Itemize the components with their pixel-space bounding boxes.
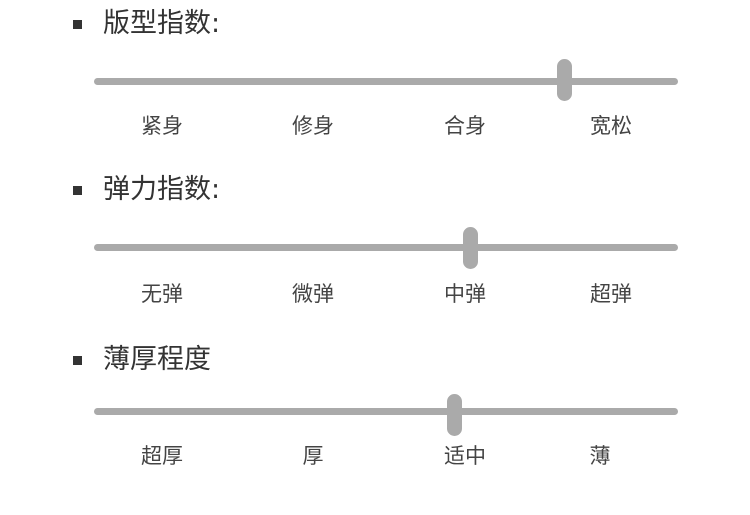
thickness-slider-track[interactable] [94, 408, 678, 415]
bullet-icon [73, 186, 82, 195]
bullet-icon [73, 20, 82, 29]
elasticity-index-slider-handle[interactable] [463, 227, 479, 269]
bullet-icon [73, 356, 82, 365]
fit-option-tight: 紧身 [141, 114, 183, 138]
elasticity-index-slider-track[interactable] [94, 244, 678, 251]
fit-index-slider-handle[interactable] [556, 59, 572, 101]
fit-index-title: 版型指数: [103, 8, 221, 39]
thickness-option-extra-thick: 超厚 [141, 444, 183, 468]
thickness-title: 薄厚程度 [103, 344, 211, 375]
thickness-option-thin: 薄 [589, 444, 611, 468]
thickness-slider-handle[interactable] [447, 394, 463, 436]
thickness-option-thick: 厚 [302, 444, 324, 468]
elasticity-option-medium: 中弹 [444, 282, 486, 306]
elasticity-option-slight: 微弹 [292, 282, 334, 306]
elasticity-option-super: 超弹 [590, 282, 632, 306]
elasticity-index-title: 弹力指数: [103, 174, 221, 205]
fit-option-slim: 修身 [292, 114, 334, 138]
fit-option-regular: 合身 [444, 114, 486, 138]
elasticity-option-none: 无弹 [141, 282, 183, 306]
fit-option-loose: 宽松 [590, 114, 632, 138]
thickness-option-moderate: 适中 [444, 444, 486, 468]
fit-index-slider-track[interactable] [94, 78, 678, 85]
